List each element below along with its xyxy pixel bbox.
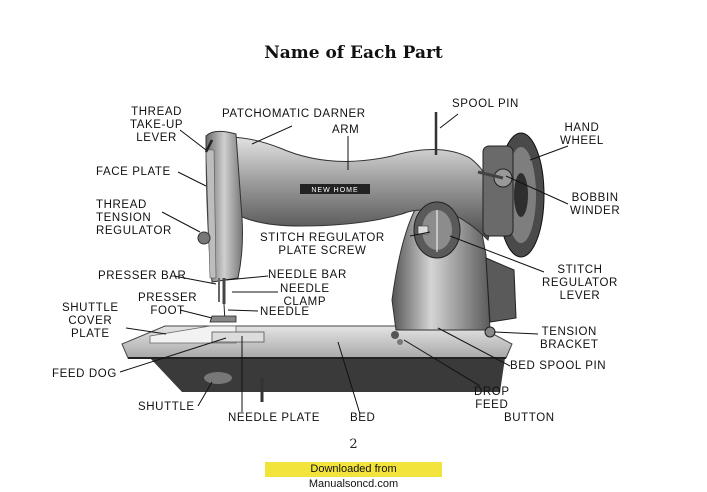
manual-page: Name of Each Part <box>52 43 621 490</box>
label-shuttle-cover-plate: SHUTTLE COVER PLATE <box>62 302 119 340</box>
leader-lines <box>119 113 569 415</box>
label-drop-feed-button: DROP FEED <box>474 386 510 411</box>
label-needle-bar: NEEDLE BAR <box>268 269 347 281</box>
label-spool-pin: SPOOL PIN <box>452 98 519 110</box>
label-bed-spool-pin: BED SPOOL PIN <box>510 360 607 372</box>
label-thread-takeup-lever: THREAD TAKE-UP LEVER <box>130 106 184 144</box>
label-needle: NEEDLE <box>260 306 310 318</box>
label-shuttle: SHUTTLE <box>138 401 195 413</box>
label-drop-feed-button-line3: BUTTON <box>504 412 555 424</box>
label-tension-bracket: TENSION BRACKET <box>540 326 599 351</box>
brand-plate: NEW HOME <box>311 187 358 194</box>
label-hand-wheel: HAND WHEEL <box>560 122 604 147</box>
label-needle-clamp: NEEDLE CLAMP <box>280 283 330 308</box>
label-arm: ARM <box>332 124 360 136</box>
label-stitch-regulator-plate-screw: STITCH REGULATOR PLATE SCREW <box>260 232 385 257</box>
label-presser-foot: PRESSER FOOT <box>138 292 198 317</box>
label-presser-bar: PRESSER BAR <box>98 270 187 282</box>
download-footer: Downloaded from Manualsoncd.com <box>265 462 442 490</box>
label-bobbin-winder: BOBBIN WINDER <box>570 192 621 217</box>
label-stitch-regulator-lever: STITCH REGULATOR LEVER <box>542 264 618 302</box>
page-title: Name of Each Part <box>264 43 443 63</box>
machine-base <box>150 358 505 392</box>
label-face-plate: FACE PLATE <box>96 166 171 178</box>
label-thread-tension-regulator: THREAD TENSION REGULATOR <box>96 199 172 237</box>
page-number: 2 <box>349 437 358 452</box>
label-bed: BED <box>350 412 376 424</box>
label-patchomatic-darner: PATCHOMATIC DARNER <box>222 108 366 120</box>
sewing-machine-illustration: NEW HOME <box>119 112 569 415</box>
label-feed-dog: FEED DOG <box>52 368 117 380</box>
label-needle-plate: NEEDLE PLATE <box>228 412 320 424</box>
